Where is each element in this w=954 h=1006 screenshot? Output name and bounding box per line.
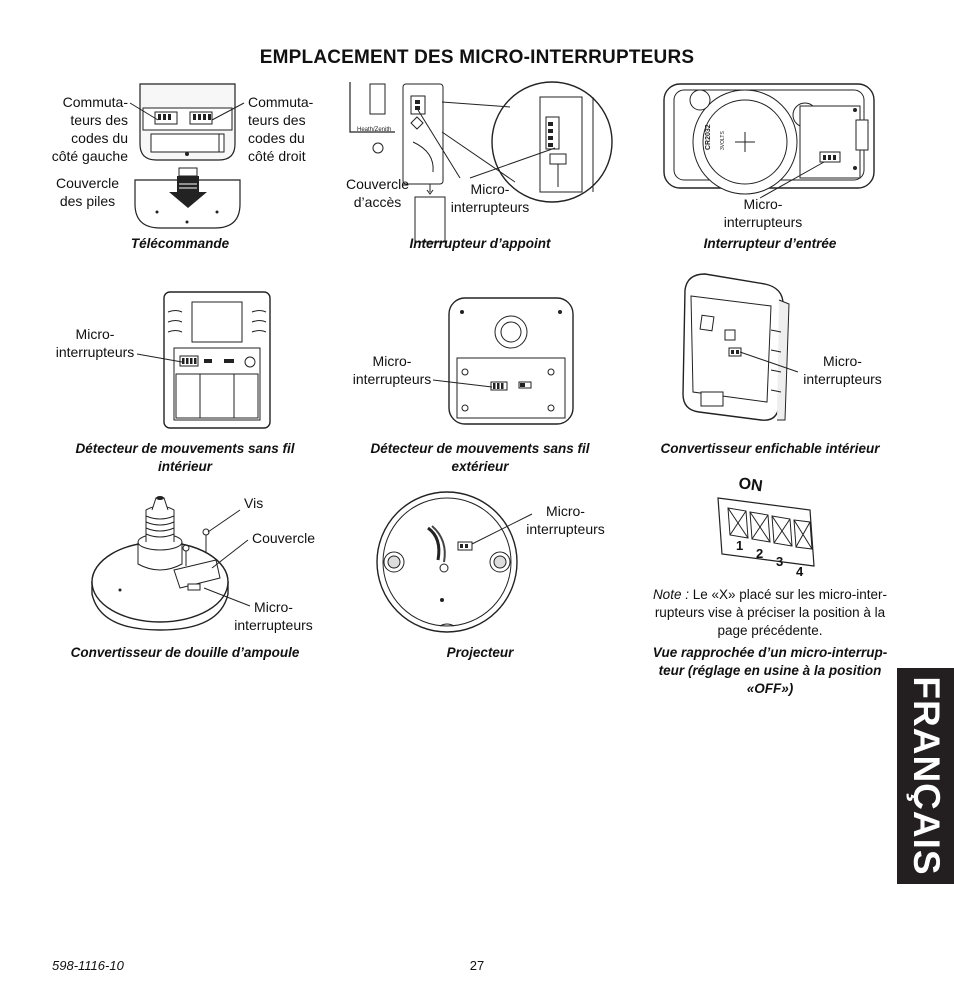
doc-number: 598-1116-10 <box>52 958 124 973</box>
closeup-caption: Vue rapprochée d’un micro-interrup- teur… <box>652 645 888 696</box>
page-number: 27 <box>469 958 485 973</box>
remote-battery-cover-label: Couvercle des piles <box>55 175 120 209</box>
page-title: EMPLACEMENT DES MICRO-INTERRUPTEURS <box>259 47 695 68</box>
entry-caption: Interrupteur d’entrée <box>703 236 837 251</box>
outdoor-dip-switch-label: Micro- interrupteurs <box>352 353 432 387</box>
brand-mark: Heath/Zenith <box>357 127 391 133</box>
note-prefix: Note : <box>652 587 689 602</box>
switch-number-3: 3 <box>776 554 783 569</box>
plug-in-dip-switch-label: Micro- interrupteurs <box>803 353 882 387</box>
outdoor-motion-detector-illustration <box>447 296 575 426</box>
closeup-note: Note : Le «X» placé sur les micro-inter-… <box>630 586 910 640</box>
plug-in-converter-illustration <box>675 270 795 430</box>
remote-left-switch-label: Commuta- teurs des codes du côté gauche <box>51 94 128 164</box>
language-tab: FRANÇAIS <box>897 668 954 884</box>
indoor-motion-detector-illustration <box>162 290 272 430</box>
switch-number-1: 1 <box>736 538 743 553</box>
indoor-caption: Détecteur de mouvements sans fil intérie… <box>75 441 295 474</box>
floodlight-dip-switch-label: Micro- interrupteurs <box>526 503 605 537</box>
indoor-dip-switch-label: Micro- interrupteurs <box>55 326 135 360</box>
remote-right-switch-label: Commuta- teurs des codes du côté droit <box>248 94 314 164</box>
outdoor-caption: Détecteur de mouvements sans fil extérie… <box>370 441 590 474</box>
auxiliary-switch-illustration: Heath/Zenith <box>345 82 615 242</box>
socket-cover-label: Couvercle <box>252 530 316 546</box>
battery-volts-text: 3VOLTS <box>720 131 726 150</box>
dip-switch-closeup: ON 1 2 3 4 <box>710 475 830 579</box>
entry-switch-illustration: CR2032 3VOLTS <box>660 80 882 192</box>
entry-dip-switch-label: Micro- interrupteurs <box>723 196 803 230</box>
auxiliary-access-cover-label: Couvercle d’accès <box>345 176 410 210</box>
switch-number-4: 4 <box>796 564 804 579</box>
remote-caption: Télécommande <box>130 236 230 251</box>
note-text: Le «X» placé sur les micro-inter- rupteu… <box>654 587 888 638</box>
socket-screw-label: Vis <box>244 495 264 511</box>
socket-caption: Convertisseur de douille d’ampoule <box>70 645 300 660</box>
language-tab-label: FRANÇAIS <box>905 676 947 876</box>
plug-in-caption: Convertisseur enfichable intérieur <box>660 441 880 456</box>
remote-control-illustration <box>135 84 240 234</box>
floodlight-illustration <box>372 488 522 636</box>
socket-converter-illustration <box>90 496 240 632</box>
floodlight-caption: Projecteur <box>446 645 514 660</box>
switch-number-2: 2 <box>756 546 763 561</box>
auxiliary-dip-switch-label: Micro- interrupteurs <box>450 181 530 215</box>
socket-dip-switch-label: Micro- interrupteurs <box>234 599 313 633</box>
on-label: ON <box>737 475 763 495</box>
auxiliary-caption: Interrupteur d’appoint <box>409 236 551 251</box>
battery-model-text: CR2032 <box>705 124 712 150</box>
